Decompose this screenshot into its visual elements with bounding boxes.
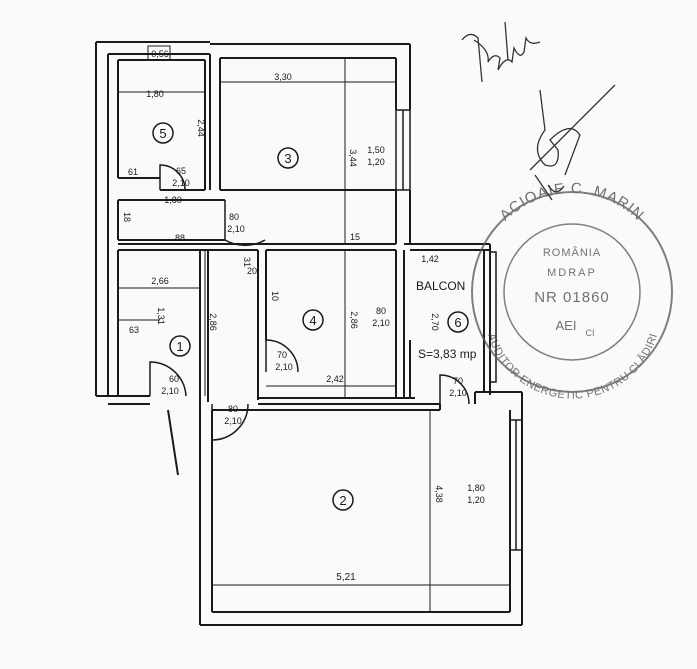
dim-r3-win-w: 1,50 bbox=[367, 145, 385, 155]
dim-r3-width: 3,30 bbox=[274, 72, 292, 82]
dim-wall-88: 88 bbox=[175, 233, 185, 243]
dim-r3-height: 3,44 bbox=[348, 149, 358, 167]
windows bbox=[395, 109, 523, 551]
dim-r2-win-h: 1,20 bbox=[467, 495, 485, 505]
auditor-stamp: ACIOAIE C. MARIN AUDITOR ENERGETIC PENTR… bbox=[471, 180, 673, 402]
room-3-number: 3 bbox=[284, 151, 291, 166]
dim-r1-height: 2,86 bbox=[208, 313, 218, 331]
dim-r5-width: 1,80 bbox=[146, 89, 164, 99]
room-4-number: 4 bbox=[309, 313, 316, 328]
dim-hall-width: 1,80 bbox=[164, 195, 182, 205]
balcony-area: S=3,83 mp bbox=[418, 347, 477, 361]
dim-balc-height: 2,70 bbox=[430, 313, 440, 331]
dim-r2-door-w: 80 bbox=[228, 404, 238, 414]
dim-r5-left: 61 bbox=[128, 167, 138, 177]
stamp-name: ACIOAIE C. MARIN bbox=[496, 180, 647, 224]
dim-r4-door-w: 70 bbox=[277, 350, 287, 360]
dim-r4-door-h: 2,10 bbox=[275, 362, 293, 372]
dim-r5-door-h: 2,10 bbox=[172, 178, 190, 188]
dim-r3-wall: 15 bbox=[350, 232, 360, 242]
dim-r4-left-a: 31 bbox=[242, 257, 252, 267]
dimension-lines bbox=[118, 58, 510, 612]
room-2-number: 2 bbox=[339, 493, 346, 508]
dim-r3-win-h: 1,20 bbox=[367, 157, 385, 167]
dim-r4-left-b: 20 bbox=[247, 266, 257, 276]
stamp-grade: AEI bbox=[556, 318, 577, 333]
balcony-label: BALCON bbox=[416, 279, 465, 293]
dim-r1-63: 63 bbox=[129, 325, 139, 335]
entry-door-leaf bbox=[167, 409, 179, 476]
dim-r4-10: 10 bbox=[270, 291, 280, 301]
dim-balc-width: 1,42 bbox=[421, 254, 439, 264]
handwritten-signature bbox=[461, 21, 616, 201]
dim-r2-width: 5,21 bbox=[336, 572, 356, 583]
dim-r4-width: 2,42 bbox=[326, 374, 344, 384]
ventilation-box bbox=[147, 45, 171, 61]
dim-r4-door2-w: 80 bbox=[376, 306, 386, 316]
dim-r2-win-w: 1,80 bbox=[467, 483, 485, 493]
dim-r1-door-h: 2,10 bbox=[161, 386, 179, 396]
dim-r2-height: 4,38 bbox=[434, 485, 444, 503]
dim-r1-width: 2,66 bbox=[151, 276, 169, 286]
stamp-number: NR 01860 bbox=[534, 289, 610, 306]
dim-hall-door-w: 80 bbox=[229, 212, 239, 222]
dim-balc-door-w: 70 bbox=[453, 376, 463, 386]
dim-r5-height: 2,44 bbox=[196, 119, 206, 137]
door-swings bbox=[149, 164, 470, 441]
dim-r4-height: 2,86 bbox=[349, 311, 359, 329]
room-6-number: 6 bbox=[454, 315, 461, 330]
dim-r1-left: 1,31 bbox=[156, 307, 166, 325]
room-markers bbox=[152, 122, 469, 511]
room-5-number: 5 bbox=[159, 126, 166, 141]
dim-hall-door-h: 2,10 bbox=[227, 224, 245, 234]
stamp-country: ROMÂNIA bbox=[543, 246, 601, 259]
dim-r2-door-h: 2,10 bbox=[224, 416, 242, 426]
dim-r5-top: 0,56 bbox=[151, 49, 169, 59]
dim-r1-door-w: 60 bbox=[169, 374, 179, 384]
dim-r4-door2-h: 2,10 bbox=[372, 318, 390, 328]
room-1-number: 1 bbox=[176, 339, 183, 354]
dim-hall-depth: 18 bbox=[122, 212, 132, 222]
stamp-grade-sub: CI bbox=[586, 328, 595, 338]
stamp-org: MDRAP bbox=[547, 267, 597, 279]
dim-balc-door-h: 2,10 bbox=[449, 388, 467, 398]
dim-r5-door-w: 65 bbox=[176, 166, 186, 176]
